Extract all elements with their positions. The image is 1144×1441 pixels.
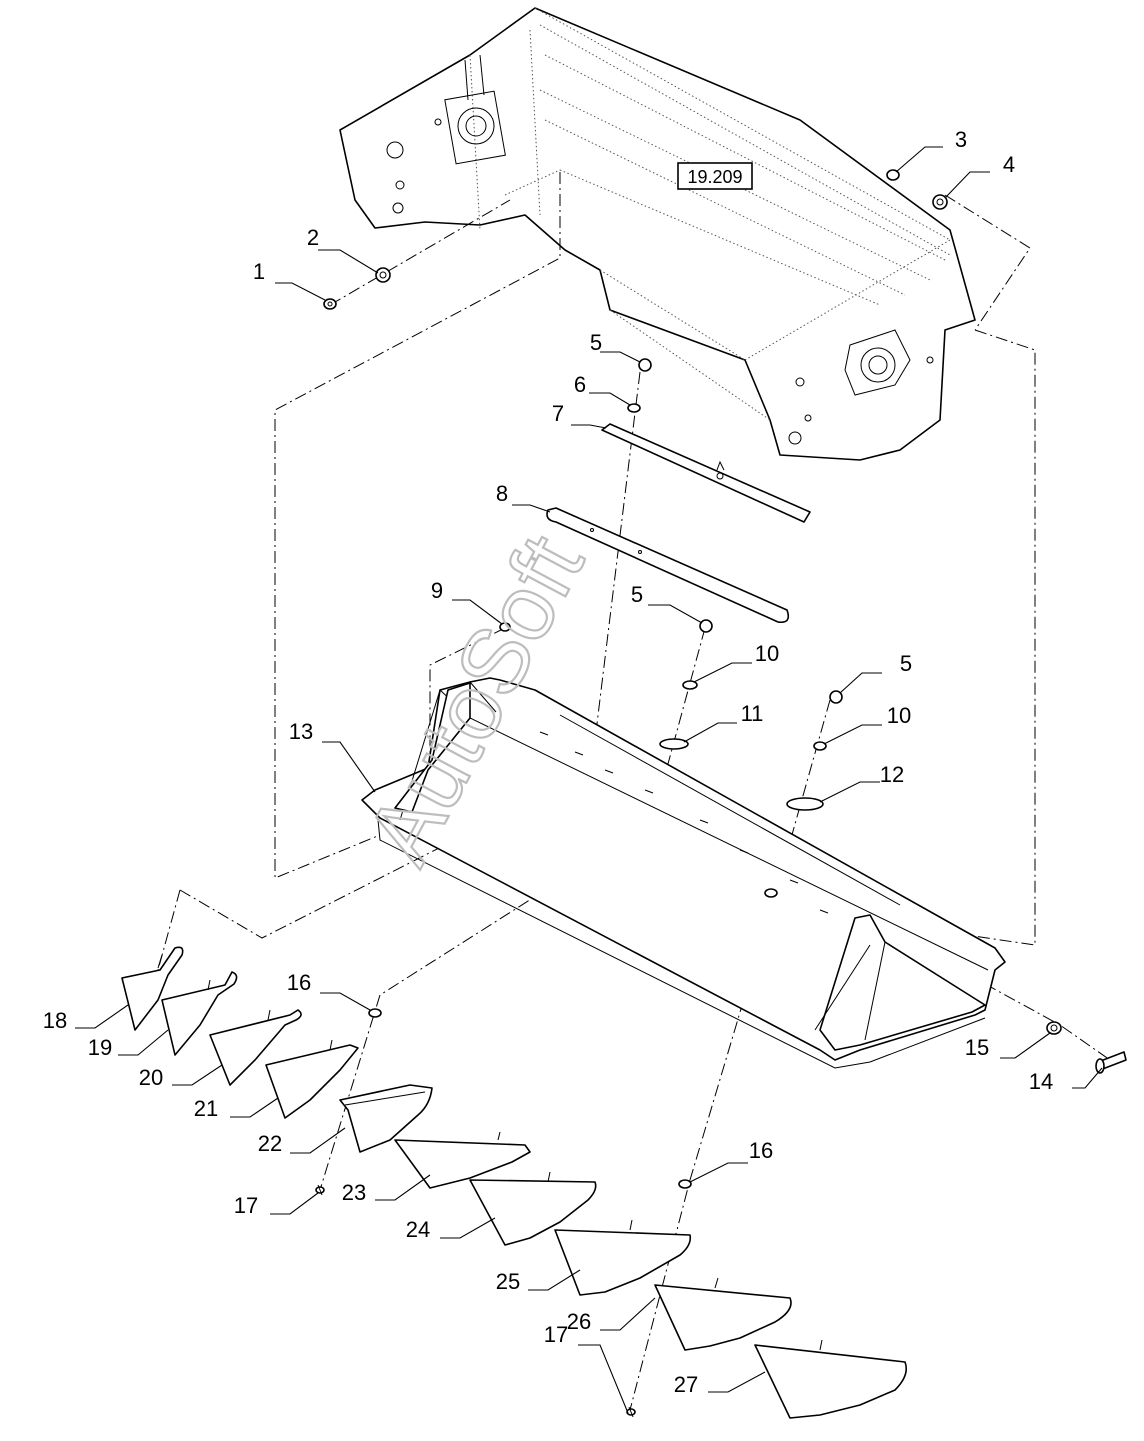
part-20-baffle <box>209 1009 302 1086</box>
callout-21: 21 <box>194 1096 218 1121</box>
part-12-plate <box>786 797 824 811</box>
part-19-baffle <box>161 971 238 1056</box>
callout-9: 9 <box>431 578 443 603</box>
callout-15: 15 <box>965 1035 989 1060</box>
callout-4: 4 <box>1003 152 1015 177</box>
callout-3: 3 <box>955 127 967 152</box>
callout-5-top: 5 <box>590 330 602 355</box>
part-22-baffle <box>339 1084 433 1153</box>
part-17-screw-left <box>315 1184 325 1196</box>
callout-6: 6 <box>574 372 586 397</box>
callout-27: 27 <box>674 1372 698 1397</box>
part-1-nut <box>323 298 337 310</box>
part-4-bushing <box>932 194 948 210</box>
part-3-nut <box>886 169 900 181</box>
callout-5-mid: 5 <box>631 582 643 607</box>
part-16-washer-right <box>678 1179 692 1189</box>
callout-8: 8 <box>496 481 508 506</box>
callout-10-mid: 10 <box>755 641 779 666</box>
callout-22: 22 <box>258 1131 282 1156</box>
callout-18: 18 <box>43 1008 67 1033</box>
callout-2: 2 <box>307 225 319 250</box>
callout-10-right: 10 <box>887 703 911 728</box>
part-17-screw-right <box>626 1406 636 1418</box>
callout-19: 19 <box>88 1035 112 1060</box>
part-10-washer-mid <box>682 680 698 690</box>
left-bearing-housing <box>444 54 506 165</box>
callout-14: 14 <box>1029 1069 1053 1094</box>
callout-labels: 1 2 3 4 5 6 7 8 9 5 10 11 5 10 12 13 14 … <box>43 127 1053 1397</box>
part-23-baffle <box>394 1131 531 1189</box>
part-26-baffle <box>654 1277 792 1351</box>
right-bearing-housing <box>844 329 911 396</box>
part-25-baffle <box>554 1219 692 1296</box>
part-5-nut-top <box>638 358 652 372</box>
part-8-strip <box>546 507 790 624</box>
part-6-washer <box>627 403 641 413</box>
part-2-bushing <box>375 267 391 283</box>
part-11-plate <box>659 738 689 750</box>
upper-housing-outline <box>339 7 976 461</box>
callout-25: 25 <box>496 1269 520 1294</box>
callout-17-right: 17 <box>544 1322 568 1347</box>
upper-housing-assembly <box>339 7 976 461</box>
part-7-strip <box>601 423 811 523</box>
callout-23: 23 <box>342 1180 366 1205</box>
part-15-bushing <box>1046 1021 1062 1035</box>
hardware <box>315 169 1127 1418</box>
part-14-bolt <box>1095 1051 1127 1074</box>
callout-1: 1 <box>253 259 265 284</box>
callout-5-right: 5 <box>900 651 912 676</box>
part-9-bolt <box>499 622 511 632</box>
callout-7: 7 <box>552 401 564 426</box>
part-5-nut-right <box>829 690 843 704</box>
callout-12: 12 <box>880 762 904 787</box>
reference-box: 19.209 <box>677 162 753 190</box>
leader-lines <box>75 146 1103 1414</box>
part-5-nut-mid <box>699 619 713 633</box>
callout-13: 13 <box>289 719 313 744</box>
part-16-washer-left <box>368 1008 382 1018</box>
callout-26: 26 <box>567 1309 591 1334</box>
trough-slots <box>539 714 901 914</box>
callout-16-right: 16 <box>749 1138 773 1163</box>
part-10-washer-right <box>813 741 827 751</box>
reference-label: 19.209 <box>687 167 742 187</box>
callout-11: 11 <box>741 701 764 726</box>
callout-16-left: 16 <box>287 970 311 995</box>
callout-17-left: 17 <box>234 1193 258 1218</box>
part-13-trough <box>361 677 1006 1069</box>
part-21-baffle <box>265 1039 359 1119</box>
callout-20: 20 <box>139 1065 163 1090</box>
part-18-baffle <box>121 946 184 1031</box>
part-24-baffle <box>469 1171 597 1246</box>
part-27-baffle <box>754 1339 908 1419</box>
callout-24: 24 <box>406 1217 430 1242</box>
